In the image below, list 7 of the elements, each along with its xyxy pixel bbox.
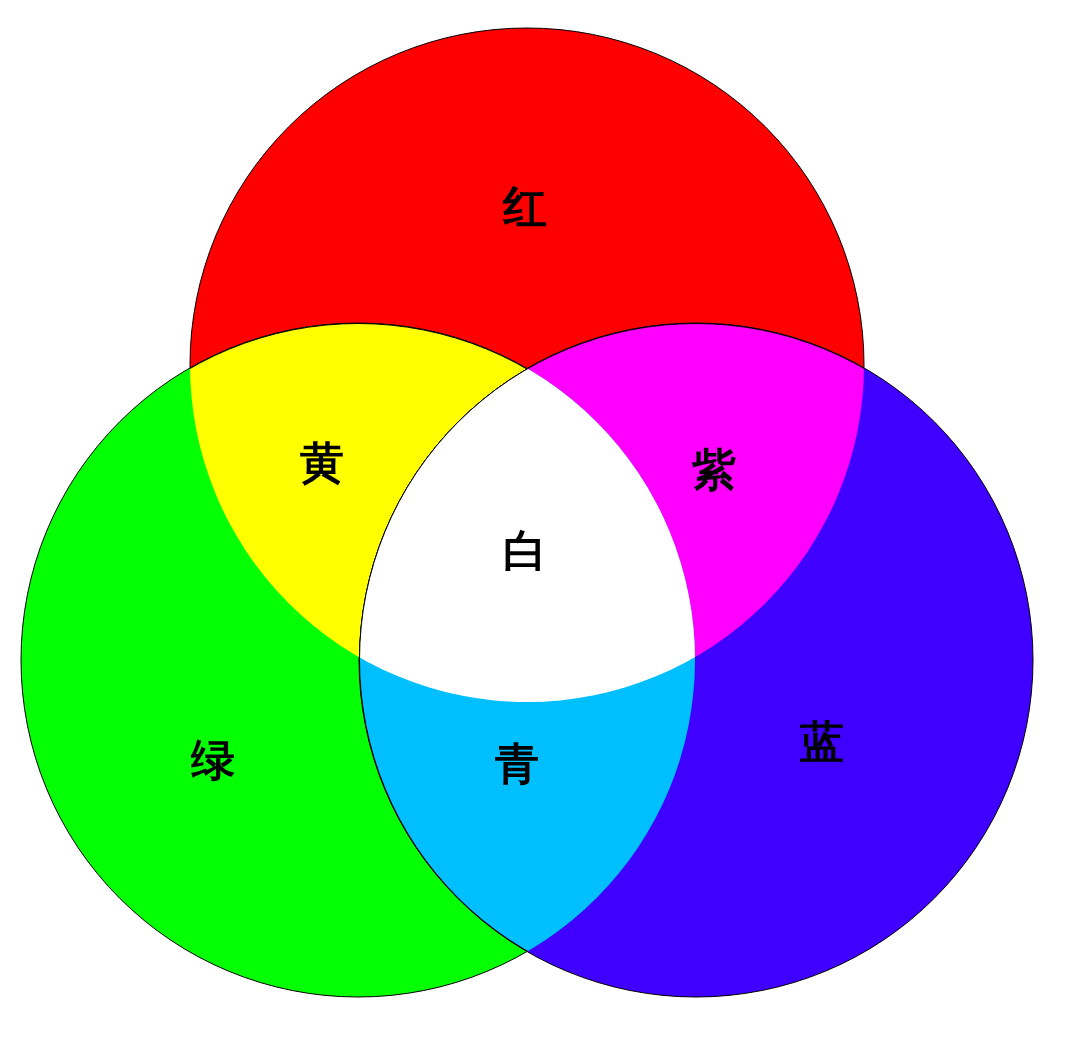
circle-label: 红 [503, 185, 547, 229]
region-label: 青 [495, 742, 539, 786]
region-label: 白 [503, 529, 547, 573]
circle-label: 蓝 [800, 720, 844, 764]
circle-label: 绿 [191, 738, 235, 782]
region-label: 紫 [692, 448, 736, 492]
region-label: 黄 [300, 441, 344, 485]
